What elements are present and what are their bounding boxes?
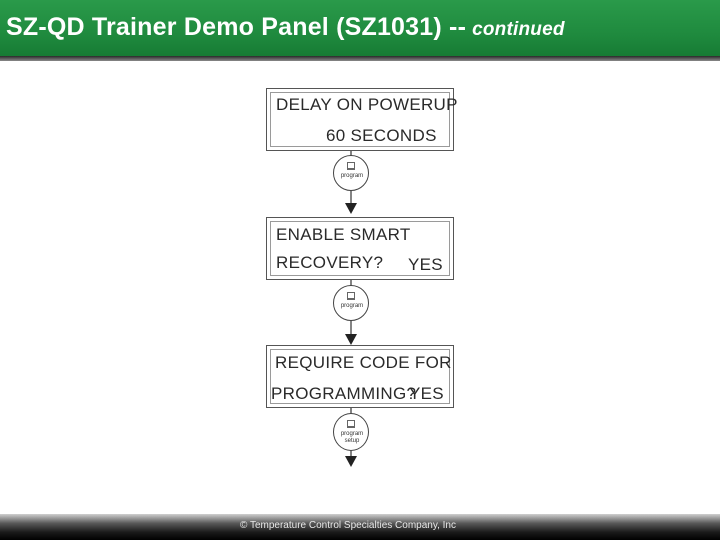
lcd-inner-frame: [270, 221, 450, 276]
program-button-label: program: [340, 173, 364, 179]
lcd-line-1: ENABLE SMART: [276, 225, 411, 244]
page-title-suffix: continued: [472, 19, 565, 40]
program-button[interactable]: program: [333, 285, 369, 321]
program-button-label: program: [340, 303, 364, 309]
footer-bar: [0, 514, 720, 540]
lcd-display-require-code: REQUIRE CODE FOR PROGRAMMING? YES: [266, 345, 454, 408]
title-bar-shadow: [0, 56, 720, 61]
program-key-icon: [347, 420, 355, 428]
lcd-inner-frame: [270, 349, 450, 404]
program-button[interactable]: program: [333, 155, 369, 191]
lcd-line-1: REQUIRE CODE FOR: [275, 353, 452, 372]
arrow-down-icon: [345, 334, 357, 345]
footer-copyright: © Temperature Control Specialties Compan…: [240, 520, 456, 531]
lcd-line-2-value: YES: [409, 384, 444, 403]
program-key-icon: [347, 162, 355, 170]
lcd-line-2: RECOVERY?: [276, 253, 384, 272]
page-title-main: SZ-QD Trainer Demo Panel (SZ1031) --: [6, 13, 467, 41]
setup-button-label: setup: [344, 438, 360, 444]
arrow-down-icon: [345, 203, 357, 214]
lcd-line-1: DELAY ON POWERUP: [276, 95, 458, 114]
program-setup-button[interactable]: program setup: [333, 413, 369, 451]
lcd-display-smart-recovery: ENABLE SMART RECOVERY? YES: [266, 217, 454, 280]
title-bar: [0, 0, 720, 61]
lcd-line-2-value: YES: [408, 255, 443, 274]
lcd-inner-frame: [270, 92, 450, 147]
program-button-label: program: [340, 431, 364, 437]
lcd-display-delay-powerup: DELAY ON POWERUP 60 SECONDS: [266, 88, 457, 151]
lcd-line-2: 60 SECONDS: [326, 126, 437, 145]
page-title: SZ-QD Trainer Demo Panel (SZ1031) --cont…: [6, 13, 565, 42]
lcd-line-2: PROGRAMMING?: [271, 384, 417, 403]
program-key-icon: [347, 292, 355, 300]
arrow-down-icon: [345, 456, 357, 467]
